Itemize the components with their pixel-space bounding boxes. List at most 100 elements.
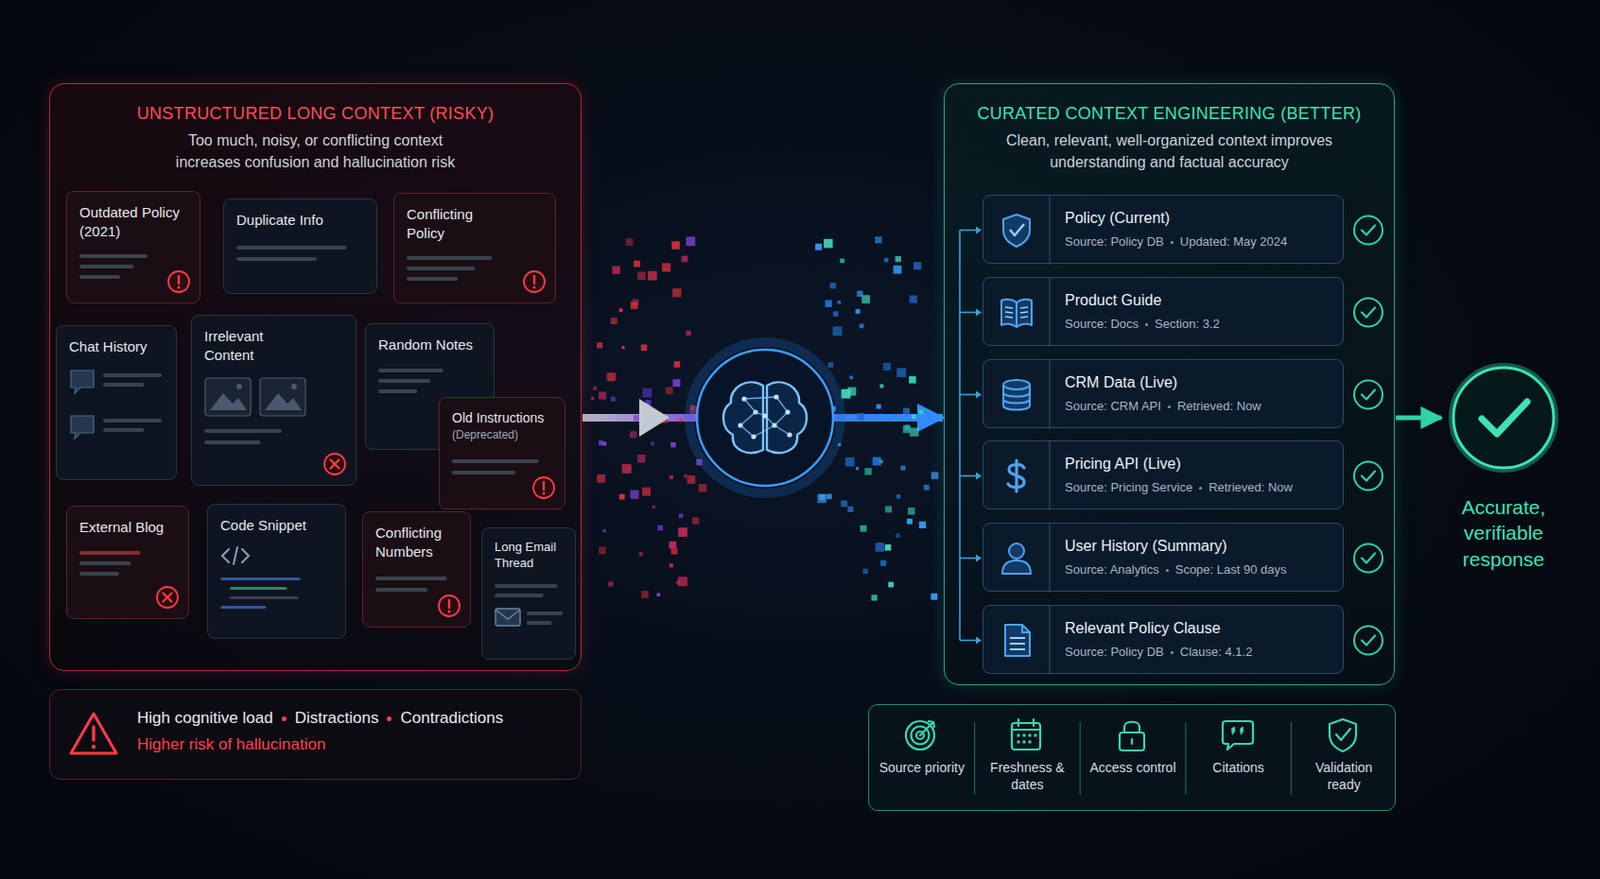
data-particle — [908, 376, 917, 384]
label-text: Relevant Policy Clause — [1064, 620, 1221, 637]
data-particle — [672, 288, 681, 297]
feature-label: Source priority — [878, 759, 966, 777]
label-text: Source: Analytics — [1064, 562, 1160, 577]
warning-badge — [531, 475, 557, 501]
source-row: CRM Data (Live)Source: CRM APIRetrieved:… — [982, 359, 1344, 429]
text-line: CURATED CONTEXT ENGINEERING (BETTER) — [944, 103, 1394, 125]
envelope-flap — [495, 609, 521, 620]
risky-context-panel: Outdated Policy (2021)Duplicate InfoConf… — [49, 83, 582, 672]
data-particle — [676, 580, 680, 585]
data-particle — [596, 474, 606, 484]
neural-node — [773, 394, 779, 400]
validated-check — [1361, 390, 1375, 400]
data-particle — [896, 367, 906, 378]
card-decoration — [69, 366, 166, 472]
data-particle — [895, 533, 900, 538]
separator-dot — [1170, 241, 1174, 244]
data-particle — [817, 494, 827, 505]
validated-check-ring — [1354, 298, 1383, 328]
validated-check-ring — [1354, 381, 1383, 410]
source-row: Relevant Policy ClauseSource: Policy DBC… — [982, 605, 1344, 675]
neural-link — [740, 425, 754, 437]
exclamation-stroke — [533, 276, 536, 284]
text-placeholder-bar — [220, 606, 266, 609]
data-particle — [884, 258, 888, 262]
label-text: Retrieved: Now — [1208, 480, 1293, 495]
icon-group — [1005, 625, 1030, 657]
data-particle — [860, 525, 868, 533]
context-card: Outdated Policy (2021) — [66, 191, 201, 304]
bracket-arrowhead — [975, 555, 982, 563]
book-line — [1005, 312, 1028, 314]
source-icon — [983, 278, 1052, 348]
data-particle — [923, 485, 930, 491]
data-particle — [665, 387, 674, 396]
exclamation-dot — [533, 286, 537, 290]
calendar-day — [1023, 734, 1027, 738]
data-particle — [874, 236, 882, 244]
feature-icon — [1008, 717, 1045, 754]
text-line: Outdated Policy (2021) — [79, 203, 188, 241]
text-line: CRM Data (Live) — [1064, 373, 1336, 394]
neural-node — [750, 434, 756, 439]
data-particle — [641, 345, 648, 352]
text-line: (Deprecated) — [452, 428, 553, 444]
label-text: Distractions — [295, 709, 380, 728]
text-placeholder-bar — [406, 266, 475, 271]
feature-icon — [1114, 717, 1151, 754]
validated-check-ring — [1354, 462, 1383, 491]
data-particle — [825, 300, 833, 308]
data-particle — [686, 236, 696, 246]
data-particle — [629, 490, 639, 500]
context-card: Old Instructions(Deprecated) — [438, 397, 566, 510]
data-particle — [863, 569, 869, 574]
exclamation-dot — [177, 286, 181, 290]
label-text: CURATED CONTEXT ENGINEERING (BETTER) — [976, 104, 1361, 123]
label-text: Clean, relevant, well-organized context … — [1006, 132, 1333, 170]
bracket-arrowhead — [975, 226, 982, 235]
brain-processor — [689, 342, 841, 494]
image-mountain — [264, 393, 302, 411]
text-placeholder-bar — [103, 373, 162, 378]
source-icon — [983, 195, 1052, 265]
icon-group — [1002, 543, 1031, 574]
data-particle — [669, 563, 674, 568]
data-particle — [647, 271, 658, 281]
neural-link — [744, 399, 756, 413]
label-text: Scope: Last 90 days — [1175, 562, 1287, 577]
context-card: External Blog — [66, 505, 190, 620]
text-placeholder-bar — [406, 256, 493, 261]
warning-triangle-icon — [69, 711, 119, 757]
column-divider — [1184, 722, 1186, 796]
feature-column: Citations — [1185, 705, 1292, 811]
data-particle — [598, 440, 604, 446]
data-particle — [685, 330, 691, 336]
check-circle-ring — [1453, 367, 1554, 469]
source-icon — [983, 360, 1052, 430]
data-particle — [919, 410, 924, 416]
text-line: Clean, relevant, well-organized context … — [990, 130, 1350, 174]
text-placeholder-bar — [204, 429, 282, 434]
data-particle — [641, 591, 649, 599]
label-text: High cognitive load — [137, 709, 274, 728]
context-card: Code Snippet — [207, 504, 347, 640]
neural-link — [774, 412, 788, 426]
book-line — [1005, 307, 1028, 309]
neural-link — [753, 425, 775, 437]
text-placeholder-bar — [79, 264, 135, 269]
data-particle — [909, 428, 919, 437]
badge-ring — [156, 587, 178, 609]
validated-check — [1361, 471, 1375, 482]
context-card: Conflicting Numbers — [362, 511, 471, 628]
badge-ring — [438, 595, 460, 617]
image-sun — [291, 383, 297, 390]
card-decoration — [494, 582, 565, 652]
icon-divider — [1048, 523, 1050, 593]
text-placeholder-bar — [378, 379, 431, 383]
source-icon — [983, 606, 1052, 676]
warning-badge — [436, 593, 462, 619]
data-particle — [621, 346, 625, 349]
text-line: Conflicting Policy — [406, 205, 502, 243]
reject-badge — [322, 452, 348, 477]
check-circle-icon — [1447, 362, 1560, 474]
